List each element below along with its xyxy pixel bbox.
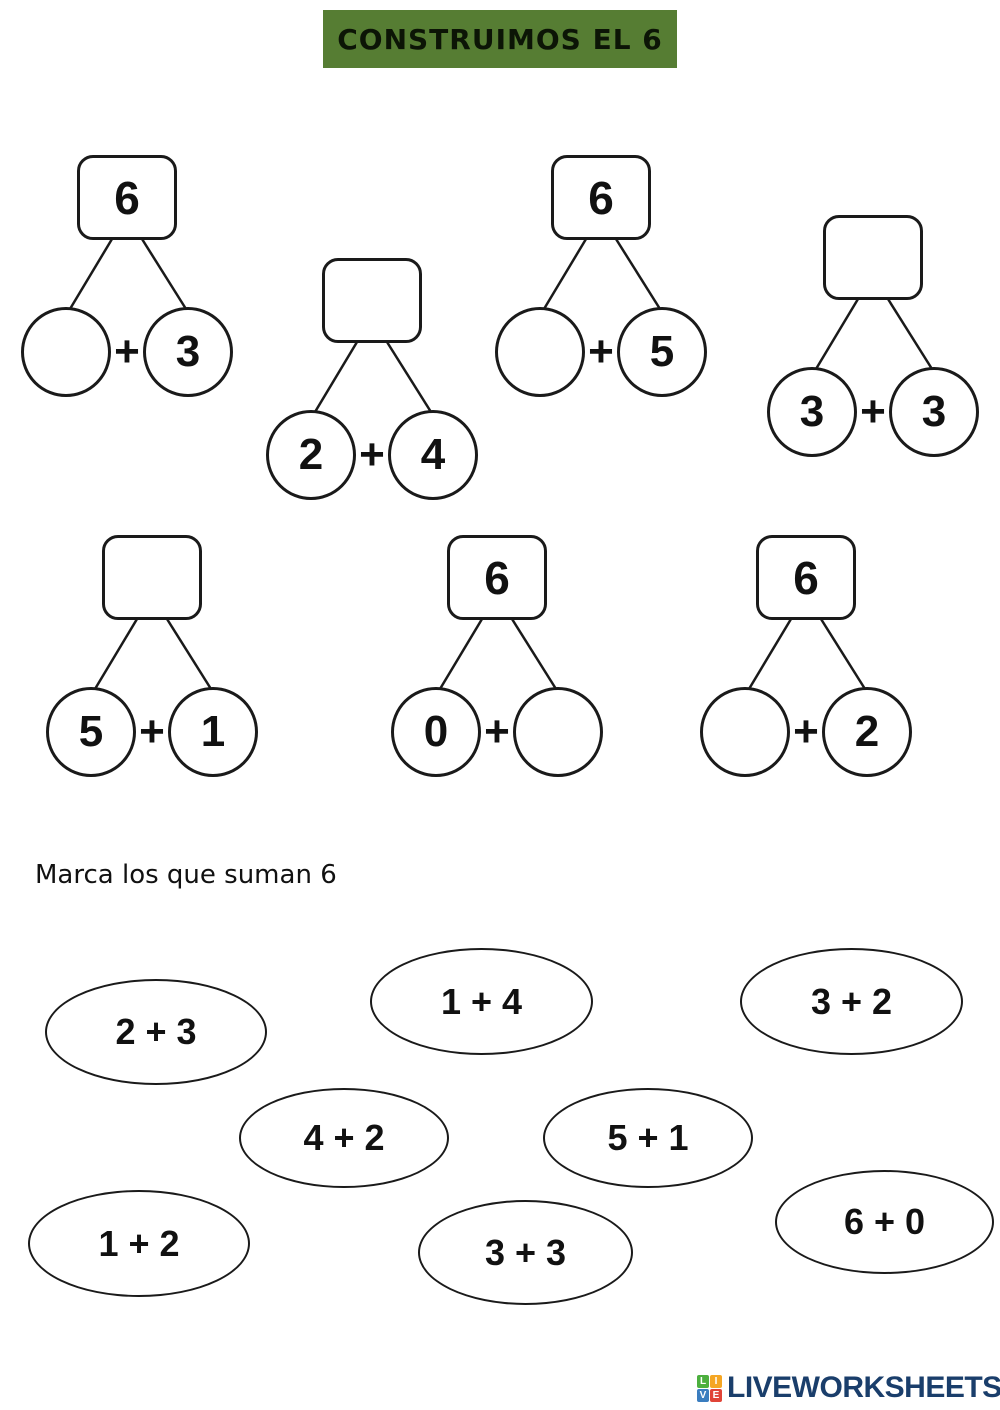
plus-icon: + (114, 327, 140, 376)
worksheet-title: CONSTRUIMOS EL 6 (323, 10, 677, 68)
plus-icon: + (793, 707, 819, 756)
connector-lines (93, 618, 213, 690)
number-bond-5: 5 + 1 (27, 535, 277, 783)
instruction-text: Marca los que suman 6 (35, 860, 337, 890)
plus-icon: + (359, 430, 385, 479)
bond-right-circle: 2 (822, 687, 912, 777)
bond-right-circle: 4 (388, 410, 478, 500)
sum-option-oval[interactable]: 3 + 2 (740, 948, 963, 1055)
number-bond-6: 6 0 + (372, 535, 622, 783)
connector-lines (747, 618, 867, 690)
bond-right-circle: 3 (889, 367, 979, 457)
bond-total-box: 6 (551, 155, 651, 240)
connector-lines (438, 618, 558, 690)
sum-option-oval[interactable]: 6 + 0 (775, 1170, 994, 1274)
sum-option-oval[interactable]: 2 + 3 (45, 979, 267, 1085)
connector-lines (68, 238, 188, 310)
number-bond-3: 6 + 5 (476, 155, 726, 403)
bond-left-circle: 0 (391, 687, 481, 777)
bond-total-box: 6 (447, 535, 547, 620)
plus-icon: + (860, 387, 886, 436)
logo-letter-l: L (697, 1374, 709, 1388)
number-bond-4: 3 + 3 (748, 215, 998, 463)
plus-icon: + (139, 707, 165, 756)
bond-right-circle: 1 (168, 687, 258, 777)
sum-option-oval[interactable]: 1 + 2 (28, 1190, 250, 1297)
liveworksheets-icon: L I V E (697, 1374, 722, 1402)
bond-right-circle: 5 (617, 307, 707, 397)
bond-left-circle[interactable] (21, 307, 111, 397)
brand-wordmark: LIVEWORKSHEETS (727, 1371, 1000, 1404)
connector-lines (542, 238, 662, 310)
bond-total-box: 6 (77, 155, 177, 240)
bond-left-circle: 5 (46, 687, 136, 777)
bond-total-box[interactable] (823, 215, 923, 300)
liveworksheets-logo[interactable]: L I V E LIVEWORKSHEETS (697, 1371, 1000, 1405)
sum-option-oval[interactable]: 3 + 3 (418, 1200, 633, 1305)
connector-lines (313, 341, 433, 413)
bond-total-box[interactable] (322, 258, 422, 343)
number-bond-7: 6 + 2 (681, 535, 931, 783)
plus-icon: + (484, 707, 510, 756)
number-bond-1: 6 + 3 (2, 155, 252, 403)
bond-left-circle[interactable] (495, 307, 585, 397)
logo-letter-v: V (697, 1388, 709, 1402)
bond-total-box[interactable] (102, 535, 202, 620)
bond-left-circle: 3 (767, 367, 857, 457)
bond-left-circle[interactable] (700, 687, 790, 777)
number-bond-2: 2 + 4 (247, 258, 497, 506)
bond-left-circle: 2 (266, 410, 356, 500)
plus-icon: + (588, 327, 614, 376)
connector-lines (814, 298, 934, 370)
logo-letter-e: E (710, 1388, 722, 1402)
bond-right-circle: 3 (143, 307, 233, 397)
sum-option-oval[interactable]: 1 + 4 (370, 948, 593, 1055)
logo-letter-i: I (710, 1374, 722, 1388)
sum-option-oval[interactable]: 5 + 1 (543, 1088, 753, 1188)
bond-total-box: 6 (756, 535, 856, 620)
sum-option-oval[interactable]: 4 + 2 (239, 1088, 449, 1188)
bond-right-circle[interactable] (513, 687, 603, 777)
